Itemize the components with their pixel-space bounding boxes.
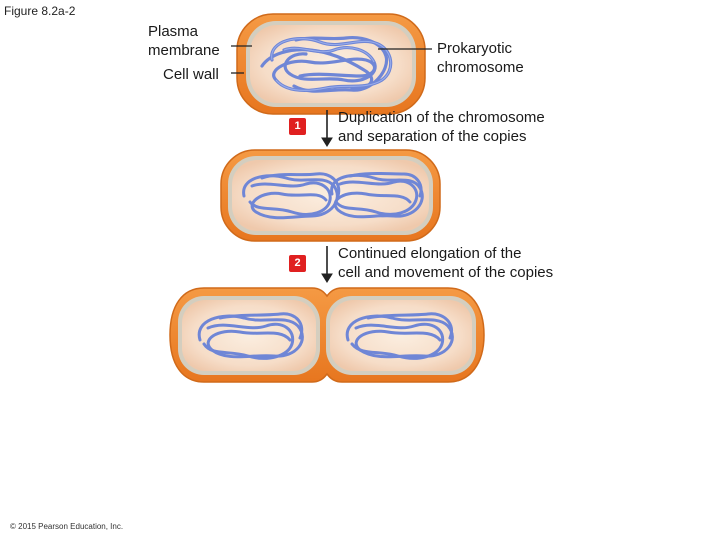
cell-duplicated: [220, 149, 441, 242]
step-2-line1: Continued elongation of the: [338, 245, 522, 262]
copyright-notice: © 2015 Pearson Education, Inc.: [10, 522, 124, 531]
step-1-line2: and separation of the copies: [338, 128, 527, 145]
label-cell-wall: Cell wall: [163, 66, 219, 83]
label-plasma-membrane-line2: membrane: [148, 42, 220, 59]
arrowhead-step-1: [321, 137, 333, 147]
cell-original: [236, 13, 426, 115]
step-2-badge: 2: [289, 255, 306, 272]
label-plasma-membrane: Plasma membrane: [148, 22, 220, 60]
step-1-badge: 1: [289, 118, 306, 135]
arrowhead-step-2: [321, 273, 333, 283]
label-plasma-membrane-line1: Plasma: [148, 23, 199, 40]
cytoplasm-left: [182, 300, 316, 371]
chromosome-copy-right: [330, 172, 424, 219]
label-prokaryotic-chromosome: Prokaryotic chromosome: [437, 39, 524, 77]
label-chromosome-line2: chromosome: [437, 59, 524, 76]
cell-elongated: [169, 287, 485, 383]
chromosome-highlight: [271, 38, 392, 91]
step-2-line2: cell and movement of the copies: [338, 264, 554, 281]
step-1-description: Duplication of the chromosome and separa…: [338, 108, 545, 146]
step-arrows: [321, 110, 333, 283]
leader-lines: [231, 45, 432, 74]
chromosome-copy-left: [242, 172, 341, 220]
chromosome-left: [197, 312, 304, 360]
figure-title: Figure 8.2a-2: [4, 4, 76, 18]
step-2-description: Continued elongation of the cell and mov…: [338, 244, 553, 282]
label-chromosome-line1: Prokaryotic: [437, 40, 513, 57]
step-1-line1: Duplication of the chromosome: [338, 109, 545, 126]
chromosome-right: [345, 312, 454, 360]
